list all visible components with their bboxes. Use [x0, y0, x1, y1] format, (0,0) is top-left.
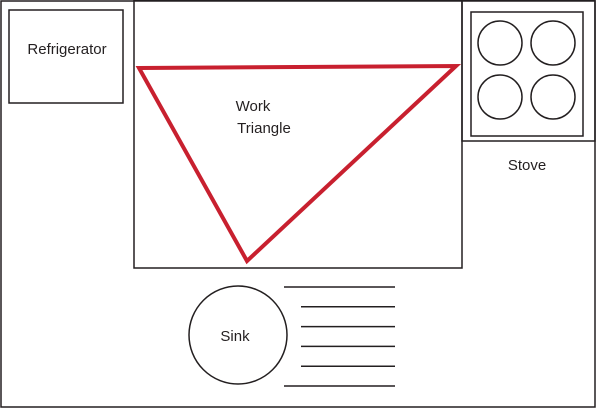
- sink-basin: [188, 285, 288, 385]
- refrigerator-label: Refrigerator: [27, 41, 106, 58]
- sink-label: Sink: [220, 328, 250, 345]
- work-triangle-label-line1: Work: [236, 98, 271, 115]
- stove-burners: [477, 20, 576, 120]
- stove-top: [470, 11, 584, 137]
- work-triangle: [135, 63, 462, 265]
- drainboard-lines: [284, 286, 395, 387]
- work-area: [133, 0, 463, 269]
- stove-burner: [477, 74, 523, 120]
- stove-burner: [530, 74, 576, 120]
- stove-cabinet: [461, 0, 596, 142]
- work-triangle-label-line2: Triangle: [237, 120, 291, 137]
- stove-burner: [477, 20, 523, 66]
- stove-label: Stove: [508, 157, 546, 174]
- refrigerator-box: [8, 9, 124, 104]
- stove-burner: [530, 20, 576, 66]
